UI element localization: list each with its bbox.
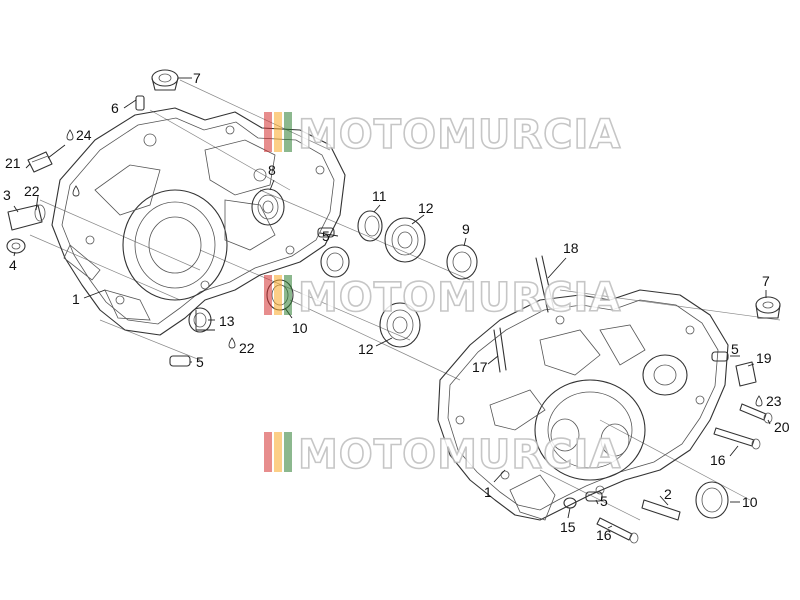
callout-5: 5 xyxy=(731,341,739,357)
right-crankcase-half xyxy=(437,289,729,521)
sealant-drop-icon xyxy=(755,395,763,407)
callout-labels: 7 6 24 21 3 22 4 1 5 8 11 12 9 5 13 22 1… xyxy=(3,70,790,543)
watermark-logo: MOTOMURCIA xyxy=(264,111,621,159)
bearing-12-lower xyxy=(379,302,421,348)
callout-16: 16 xyxy=(710,452,726,468)
bearing-upper-small xyxy=(320,246,350,278)
callout-10: 10 xyxy=(742,494,758,510)
callout-7: 7 xyxy=(193,70,201,86)
callout-13: 13 xyxy=(219,313,235,329)
callout-7: 7 xyxy=(762,273,770,289)
oil-seal-10-right xyxy=(695,481,729,519)
callout-16: 16 xyxy=(596,527,612,543)
watermark-logo: MOTOMURCIA xyxy=(264,431,621,479)
watermark-logo: MOTOMURCIA xyxy=(264,274,621,322)
oil-seal-11 xyxy=(357,210,383,242)
oil-seal-13 xyxy=(188,307,212,333)
callout-5: 5 xyxy=(196,354,204,370)
callout-17: 17 xyxy=(472,359,488,375)
sealant-drop-icon xyxy=(66,129,74,141)
svg-text:MOTOMURCIA: MOTOMURCIA xyxy=(298,432,621,478)
callout-12: 12 xyxy=(418,200,434,216)
callout-11: 11 xyxy=(372,188,387,204)
bushing-7-right xyxy=(755,296,781,319)
callout-20: 20 xyxy=(774,419,790,435)
callout-24: 24 xyxy=(76,127,92,143)
bolt-20 xyxy=(739,403,773,424)
breather-21 xyxy=(27,151,53,173)
callout-2: 2 xyxy=(664,486,672,502)
callout-22: 22 xyxy=(24,183,40,199)
callout-12: 12 xyxy=(358,341,374,357)
callout-23: 23 xyxy=(766,393,782,409)
bushing-4 xyxy=(6,238,26,254)
callout-5: 5 xyxy=(322,228,330,244)
bearing-8 xyxy=(251,188,285,226)
dowel-pin-5-mid xyxy=(317,227,335,238)
leader-lines xyxy=(13,77,771,529)
callout-1: 1 xyxy=(72,291,80,307)
callout-9: 9 xyxy=(462,221,470,237)
callout-1: 1 xyxy=(484,484,492,500)
callout-3: 3 xyxy=(3,187,11,203)
stud-17 xyxy=(493,327,507,373)
sealant-drop-icon xyxy=(228,337,236,349)
callout-22: 22 xyxy=(239,340,255,356)
stud-18 xyxy=(535,255,555,313)
callout-21: 21 xyxy=(5,155,21,171)
bushing-7-upper xyxy=(151,69,179,91)
dowel-pin-5-right xyxy=(711,351,729,362)
sealant-drop-icon xyxy=(72,185,80,197)
callout-5: 5 xyxy=(600,493,608,509)
dowel-pin-5-bottom xyxy=(585,491,603,502)
callout-19: 19 xyxy=(756,350,772,366)
bearing-9 xyxy=(446,244,478,280)
bolt-16-bottom xyxy=(596,517,639,544)
callout-15: 15 xyxy=(560,519,576,535)
callout-6: 6 xyxy=(111,100,119,116)
callout-4: 4 xyxy=(9,257,17,273)
dowel-pin-5-lower-left xyxy=(169,355,191,367)
plate-19 xyxy=(735,361,757,387)
bearing-12-upper xyxy=(384,217,426,263)
bolt-16-right xyxy=(713,427,761,450)
callout-18: 18 xyxy=(563,240,579,256)
svg-text:MOTOMURCIA: MOTOMURCIA xyxy=(298,275,621,321)
dowel-pin-6 xyxy=(135,95,145,111)
callout-10: 10 xyxy=(292,320,308,336)
svg-text:MOTOMURCIA: MOTOMURCIA xyxy=(298,112,621,158)
bushing-3 xyxy=(7,204,46,231)
pin-2 xyxy=(641,499,681,521)
callout-8: 8 xyxy=(268,162,276,178)
left-crankcase-half xyxy=(51,107,346,336)
